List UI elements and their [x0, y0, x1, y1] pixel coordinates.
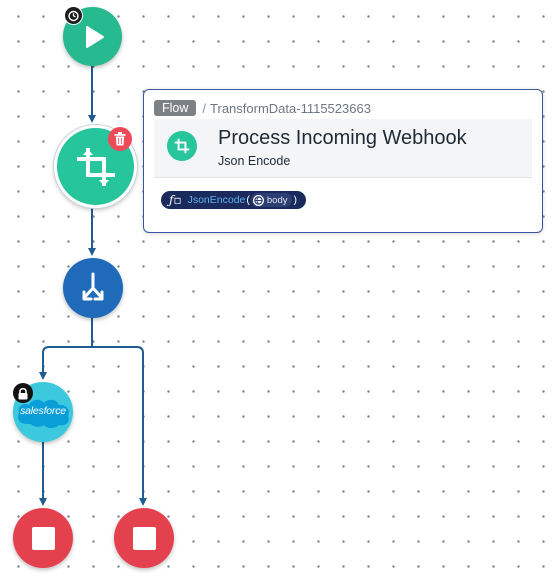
- salesforce-cloud-icon: [17, 399, 69, 428]
- step-subtitle: Json Encode: [218, 154, 291, 168]
- play-icon: [85, 25, 104, 48]
- breadcrumb-path: TransformData-1115523663: [210, 100, 371, 116]
- node-details-popover: Flow / TransformData-1115523663 Process …: [143, 89, 543, 233]
- open-paren: (: [246, 194, 250, 206]
- lock-badge: [13, 383, 33, 403]
- expression-pill[interactable]: ƒ▫ JsonEncode ( body ): [161, 191, 306, 209]
- argument-chip[interactable]: body: [250, 193, 293, 207]
- breadcrumb-separator: /: [202, 100, 207, 116]
- function-name: JsonEncode: [187, 194, 246, 206]
- function-icon: ƒ▫: [169, 193, 182, 207]
- delete-node-button[interactable]: [108, 127, 132, 151]
- trash-icon: [114, 132, 126, 146]
- stop-node[interactable]: [13, 508, 73, 568]
- breadcrumb-flow-badge[interactable]: Flow: [154, 100, 197, 116]
- popover-header: Process Incoming Webhook Json Encode: [154, 119, 532, 178]
- connector-branch-right: [92, 346, 147, 506]
- stop-icon: [31, 526, 55, 550]
- stop-node[interactable]: [114, 508, 174, 568]
- step-title: Process Incoming Webhook: [218, 127, 467, 149]
- lock-icon: [18, 387, 28, 399]
- branch-node[interactable]: [63, 258, 123, 318]
- timer-badge: [64, 6, 83, 25]
- crop-transform-icon: [167, 131, 197, 161]
- connector-branch-left: [39, 318, 93, 380]
- breadcrumb: Flow / TransformData-1115523663: [154, 100, 371, 116]
- stop-icon: [132, 526, 156, 550]
- crop-transform-icon: [76, 147, 115, 186]
- argument-label: body: [266, 194, 288, 206]
- close-paren: ): [293, 194, 297, 206]
- branch-split-icon: [82, 272, 104, 301]
- timer-icon: [68, 10, 79, 22]
- salesforce-label: salesforce: [20, 405, 66, 417]
- globe-icon: [252, 194, 264, 206]
